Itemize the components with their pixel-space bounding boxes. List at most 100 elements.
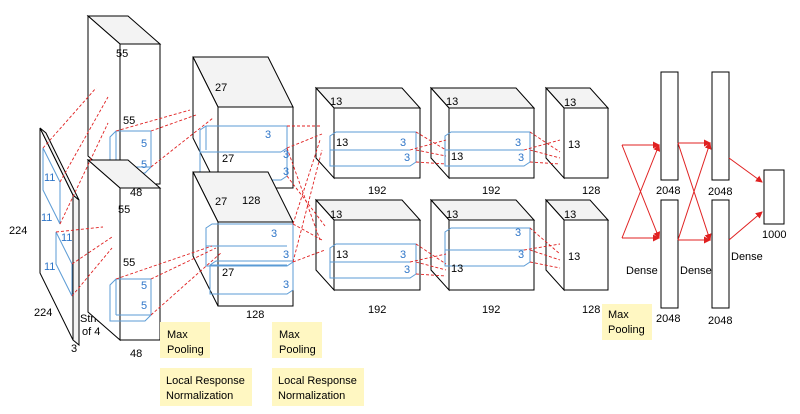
svg-text:Pooling: Pooling bbox=[167, 344, 204, 356]
note-max-pooling-2: Max Pooling bbox=[272, 322, 322, 358]
input-height-label: 224 bbox=[9, 225, 27, 237]
input-kernel-size-bottom-1: 11 bbox=[61, 232, 72, 244]
conv2-to-conv3-connections bbox=[286, 125, 326, 263]
conv1-top-width-label: 55 bbox=[123, 115, 135, 127]
input-layer bbox=[39, 127, 80, 347]
fc6-bottom-block bbox=[660, 199, 679, 309]
conv1-top-kernel-size-1: 5 bbox=[141, 138, 147, 150]
conv4-bottom-block bbox=[429, 198, 536, 292]
conv5-top-height-label: 13 bbox=[564, 97, 576, 109]
fc-connections bbox=[621, 139, 763, 244]
conv1-bottom-kernel-size-1: 5 bbox=[141, 280, 147, 292]
stride-label-line2: of 4 bbox=[82, 326, 100, 338]
conv1-bottom-height-label: 55 bbox=[118, 204, 130, 216]
svg-text:Pooling: Pooling bbox=[608, 324, 645, 336]
conv3-top-height-label: 13 bbox=[330, 96, 342, 108]
conv3-bottom-kernel-size-1: 3 bbox=[400, 249, 406, 261]
conv3-bottom-kernel-size-2: 3 bbox=[404, 264, 410, 276]
input-kernel-size-top-1: 11 bbox=[44, 172, 55, 184]
conv5-bottom-depth-label: 128 bbox=[582, 304, 600, 316]
fc7-top-block bbox=[711, 71, 730, 181]
input-depth-label: 3 bbox=[71, 343, 77, 355]
note-lrn-2: Local Response Normalization bbox=[272, 368, 364, 406]
input-kernel-size-top-2: 11 bbox=[41, 212, 52, 224]
conv3-bottom-depth-label: 192 bbox=[368, 304, 386, 316]
conv3-bottom-block bbox=[314, 198, 422, 292]
conv2-bottom-kernel-size-3: 3 bbox=[283, 279, 289, 291]
conv1-top-block bbox=[86, 14, 162, 186]
conv5-top-width-label: 13 bbox=[568, 139, 580, 151]
conv5-bottom-width-label: 13 bbox=[568, 251, 580, 263]
conv1-top-height-label: 55 bbox=[116, 48, 128, 60]
conv2-top-kernel-size-3: 3 bbox=[283, 166, 289, 178]
conv2-bottom-width-label: 27 bbox=[222, 267, 234, 279]
dense-label-3: Dense bbox=[731, 251, 763, 263]
conv4-to-conv5-connections bbox=[523, 131, 561, 269]
svg-text:Normalization: Normalization bbox=[166, 390, 233, 402]
note-lrn-1: Local Response Normalization bbox=[160, 368, 252, 406]
input-to-conv1-connections bbox=[42, 87, 113, 297]
conv1-top-kernel-size-2: 5 bbox=[141, 159, 147, 171]
note-max-pooling-3: Max Pooling bbox=[602, 304, 652, 340]
input-kernel-size-bottom-2: 11 bbox=[44, 261, 55, 273]
conv5-top-depth-label: 128 bbox=[582, 185, 600, 197]
conv3-top-kernel-size-1: 3 bbox=[400, 137, 406, 149]
conv3-top-width-label: 13 bbox=[336, 137, 348, 149]
svg-text:Local Response: Local Response bbox=[278, 375, 357, 387]
conv3-to-conv4-connections bbox=[409, 131, 447, 277]
conv3-top-depth-label: 192 bbox=[368, 185, 386, 197]
conv4-bottom-kernel-size-2: 3 bbox=[518, 249, 524, 261]
conv4-bottom-depth-label: 192 bbox=[482, 304, 500, 316]
fc8-label: 1000 bbox=[762, 229, 786, 241]
conv4-top-kernel-size-1: 3 bbox=[515, 137, 521, 149]
dense-label-1: Dense bbox=[626, 265, 658, 277]
conv4-top-depth-label: 192 bbox=[482, 185, 500, 197]
conv4-top-block bbox=[429, 86, 536, 180]
conv2-top-width-label: 27 bbox=[222, 153, 234, 165]
svg-text:Local Response: Local Response bbox=[166, 375, 245, 387]
svg-text:Max: Max bbox=[608, 309, 629, 321]
fc7-bottom-block bbox=[711, 199, 730, 309]
svg-text:Max: Max bbox=[279, 329, 300, 341]
conv5-bottom-height-label: 13 bbox=[564, 209, 576, 221]
fc6-top-label: 2048 bbox=[656, 185, 680, 197]
conv4-top-kernel-size-2: 3 bbox=[518, 152, 524, 164]
conv2-top-kernel-size-2: 3 bbox=[283, 149, 289, 161]
fc6-top-block bbox=[660, 71, 679, 181]
fc7-bottom-label: 2048 bbox=[708, 315, 732, 327]
conv1-bottom-width-label: 55 bbox=[123, 257, 135, 269]
conv3-top-block bbox=[314, 86, 422, 180]
fc6-bottom-label: 2048 bbox=[656, 313, 680, 325]
conv2-top-height-label: 27 bbox=[215, 82, 227, 94]
svg-text:Normalization: Normalization bbox=[278, 390, 345, 402]
conv2-bottom-depth-label: 128 bbox=[246, 309, 264, 321]
conv1-bottom-kernel-size-2: 5 bbox=[141, 300, 147, 312]
fc7-top-label: 2048 bbox=[708, 186, 732, 198]
conv4-top-height-label: 13 bbox=[446, 96, 458, 108]
conv4-bottom-kernel-size-1: 3 bbox=[515, 227, 521, 239]
conv2-bottom-block bbox=[192, 171, 294, 307]
conv2-top-depth-label: 128 bbox=[242, 195, 260, 207]
svg-text:Max: Max bbox=[167, 329, 188, 341]
input-width-label: 224 bbox=[34, 307, 52, 319]
conv2-bottom-height-label: 27 bbox=[215, 196, 227, 208]
conv4-bottom-height-label: 13 bbox=[446, 209, 458, 221]
dense-label-2: Dense bbox=[680, 265, 712, 277]
conv4-bottom-width-label: 13 bbox=[451, 263, 463, 275]
conv2-top-kernel-size-1: 3 bbox=[265, 129, 271, 141]
conv1-bottom-block bbox=[86, 158, 162, 342]
svg-text:Pooling: Pooling bbox=[279, 344, 316, 356]
conv5-top-block bbox=[544, 86, 610, 180]
conv2-bottom-kernel-size-1: 3 bbox=[271, 228, 277, 240]
conv3-bottom-height-label: 13 bbox=[330, 209, 342, 221]
fc8-block bbox=[763, 169, 785, 225]
conv1-top-depth-label: 48 bbox=[130, 187, 142, 199]
conv4-top-width-label: 13 bbox=[451, 151, 463, 163]
note-max-pooling-1: Max Pooling bbox=[160, 322, 210, 358]
conv1-bottom-depth-label: 48 bbox=[130, 348, 142, 360]
conv2-bottom-kernel-size-2: 3 bbox=[283, 249, 289, 261]
conv3-bottom-width-label: 13 bbox=[336, 249, 348, 261]
conv1-to-conv2-connections bbox=[115, 109, 223, 316]
conv3-top-kernel-size-2: 3 bbox=[404, 152, 410, 164]
